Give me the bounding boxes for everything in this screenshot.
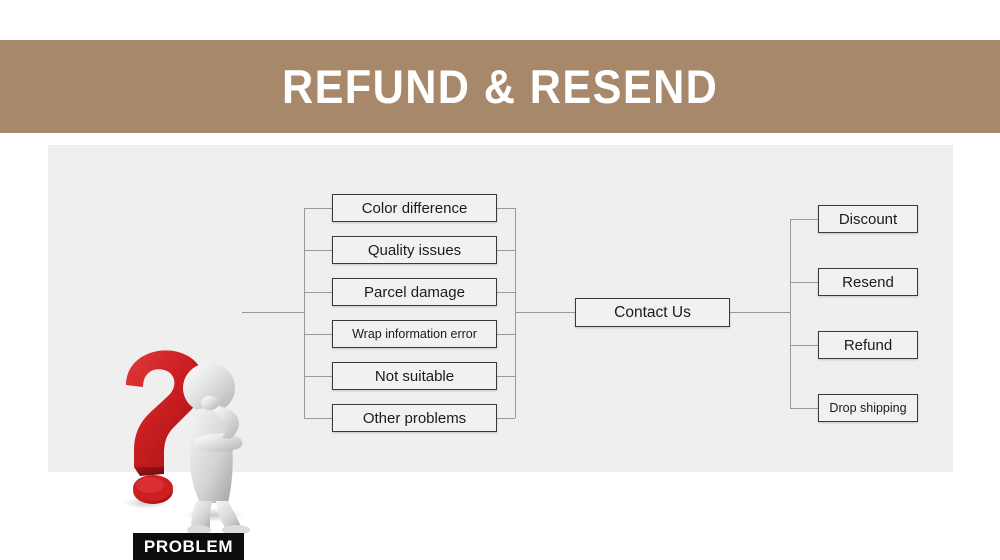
problem-node-quality-issues[interactable]: Quality issues: [332, 236, 497, 264]
node-label: Other problems: [362, 409, 467, 427]
connector-left-branch: [304, 376, 332, 377]
node-label: Contact Us: [614, 303, 691, 321]
connector-left-branch: [304, 418, 332, 419]
connector-contact-in-stem: [515, 312, 575, 313]
solution-node-drop-shipping[interactable]: Drop shipping: [818, 394, 918, 422]
solution-node-refund[interactable]: Refund: [818, 331, 918, 359]
connector-solution-branch: [790, 345, 818, 346]
connector-right-branch: [497, 250, 515, 251]
solution-node-resend[interactable]: Resend: [818, 268, 918, 296]
node-label: Drop shipping: [829, 400, 907, 415]
problem-node-not-suitable[interactable]: Not suitable: [332, 362, 497, 390]
connector-left-branch: [304, 250, 332, 251]
problem-label-badge: PROBLEM: [133, 533, 244, 560]
flowchart-panel: PROBLEM Color difference Quality issues …: [48, 145, 953, 560]
node-label: Not suitable: [374, 367, 455, 385]
page-banner: REFUND & RESEND: [0, 40, 1000, 133]
connector-left-branch: [304, 334, 332, 335]
connector-solution-branch: [790, 219, 818, 220]
problem-node-color-difference[interactable]: Color difference: [332, 194, 497, 222]
connector-solution-branch: [790, 408, 818, 409]
contact-us-node[interactable]: Contact Us: [575, 298, 730, 327]
connector-left-branch: [304, 208, 332, 209]
problem-node-wrap-information-error[interactable]: Wrap information error: [332, 320, 497, 348]
solution-node-discount[interactable]: Discount: [818, 205, 918, 233]
node-label: Refund: [843, 336, 893, 354]
node-label: Quality issues: [367, 241, 462, 259]
connector-right-branch: [497, 376, 515, 377]
connector-left-branch: [304, 292, 332, 293]
problem-label-text: PROBLEM: [143, 537, 234, 556]
connector-contact-out-stem: [730, 312, 790, 313]
connector-left-trunk: [304, 208, 305, 418]
connector-problem-stem: [242, 312, 304, 313]
connector-right-branch: [497, 208, 515, 209]
node-label: Discount: [838, 210, 898, 228]
connector-right-branch: [497, 334, 515, 335]
connector-right-branch: [497, 418, 515, 419]
node-label: Color difference: [361, 199, 468, 217]
connector-solution-branch: [790, 282, 818, 283]
connector-right-branch: [497, 292, 515, 293]
page-title: REFUND & RESEND: [281, 60, 719, 113]
problem-node-parcel-damage[interactable]: Parcel damage: [332, 278, 497, 306]
node-label: Resend: [842, 273, 894, 291]
connector-merge-trunk: [515, 208, 516, 418]
connector-solutions-trunk: [790, 219, 791, 408]
problem-node-other-problems[interactable]: Other problems: [332, 404, 497, 432]
problem-question-mark-icon: [110, 343, 270, 538]
node-label: Wrap information error: [352, 326, 477, 341]
node-label: Parcel damage: [364, 283, 465, 301]
